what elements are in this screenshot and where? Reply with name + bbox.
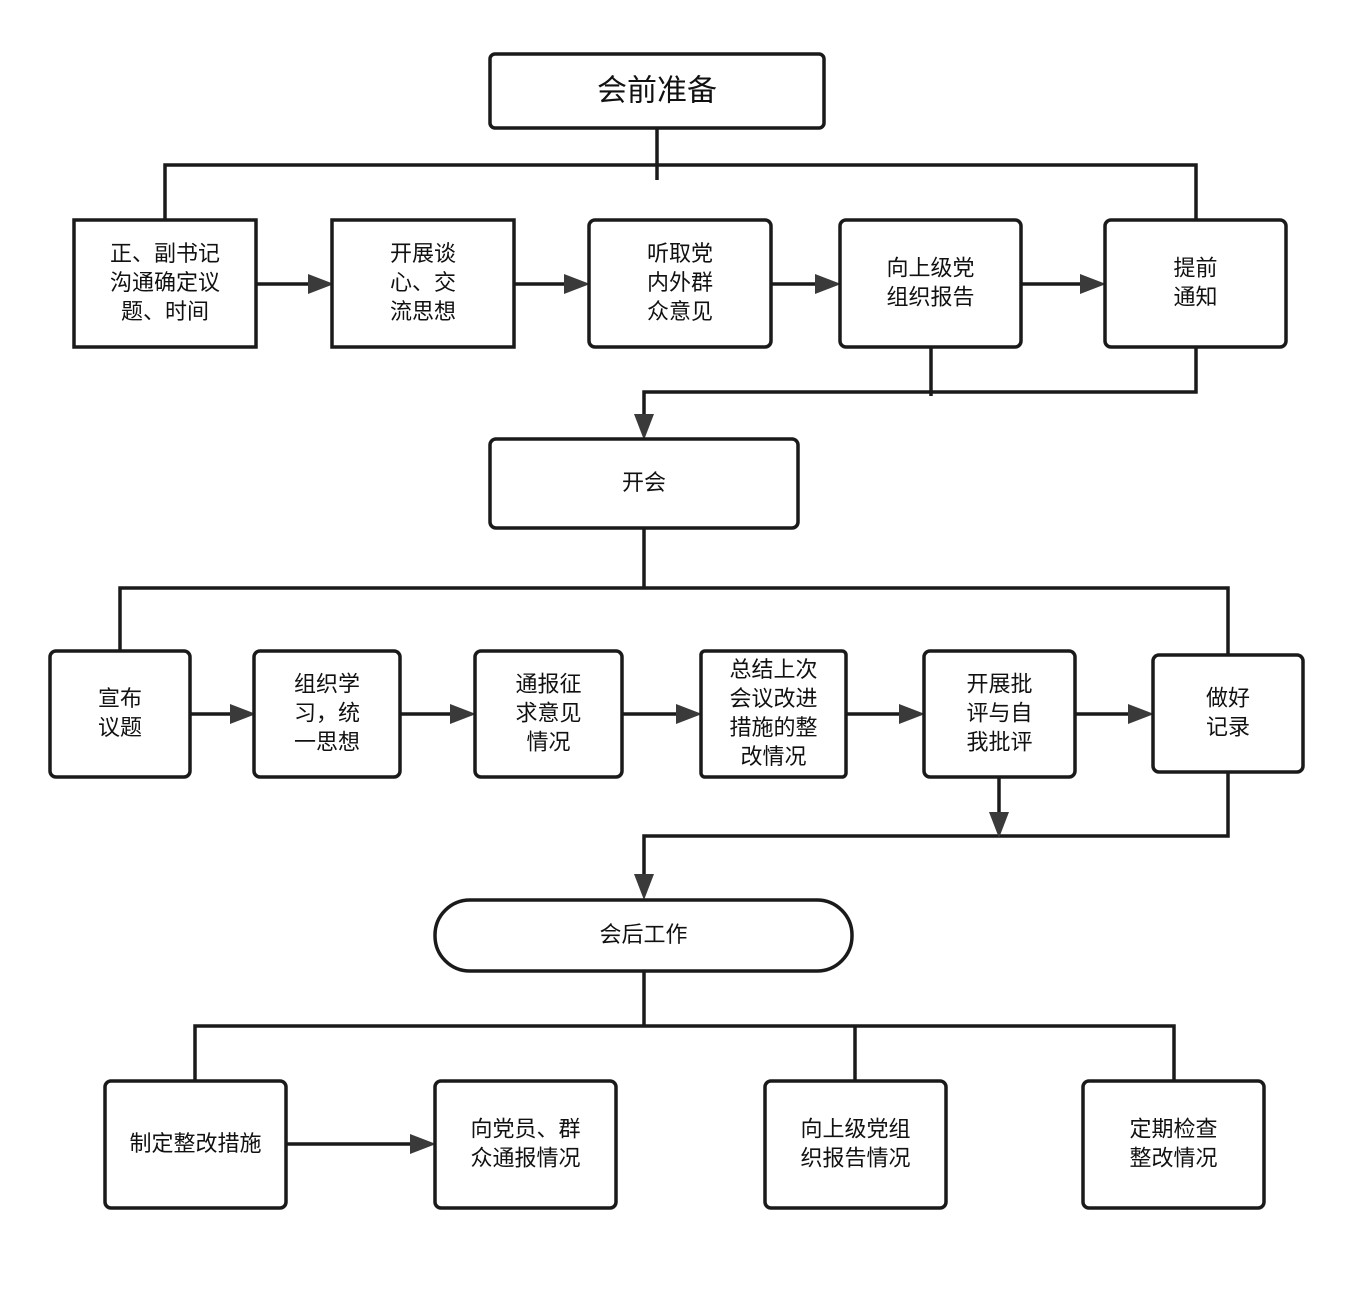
node-box [838, 218, 1023, 349]
node-label-line: 一思想 [294, 731, 360, 756]
node-box [1081, 1079, 1266, 1210]
node-label-line: 习，统 [294, 702, 360, 727]
connector-row1-to-meeting [642, 348, 1198, 424]
node-label-line: 组织学 [294, 673, 360, 698]
node-prep: 会前准备 [488, 52, 826, 130]
node-box [488, 52, 826, 130]
arrowhead-right [815, 274, 841, 294]
arrowhead-right [450, 704, 476, 724]
arrowhead-right [410, 1134, 436, 1154]
node-label-line: 总结上次 [729, 658, 817, 683]
node-label-line: 通知 [1173, 286, 1217, 311]
node-label-line: 听取党 [647, 242, 713, 267]
node-label-line: 通报征 [515, 673, 581, 698]
node-meeting: 开会 [488, 437, 800, 530]
node-label-line: 情况 [526, 731, 570, 756]
arrowhead-right [676, 704, 702, 724]
node-box [433, 1079, 618, 1210]
node-label-line: 心、交 [390, 271, 456, 296]
node-rectify-measures: 制定整改措施 [103, 1079, 288, 1210]
arrowhead-right [564, 274, 590, 294]
node-label-line: 宣布 [98, 687, 142, 712]
node-label-line: 评与自 [966, 702, 1032, 727]
node-box [48, 649, 192, 779]
node-box [587, 218, 773, 349]
connector-row2-to-post [642, 772, 1230, 885]
node-label-line: 整改情况 [1129, 1147, 1217, 1172]
node-label-line: 措施的整 [729, 716, 817, 741]
node-post-work: 会后工作 [433, 898, 854, 973]
connector-meeting-bus [118, 586, 1230, 655]
node-box [763, 1079, 948, 1210]
arrowhead-right [1080, 274, 1106, 294]
node-label-line: 做好 [1206, 687, 1250, 712]
node-label-line: 沟通确定议 [110, 271, 220, 296]
connector-post-bus [193, 1024, 1176, 1081]
arrowheads [230, 274, 1154, 1154]
node-label-line: 向党员、群 [470, 1118, 580, 1143]
node-box [72, 218, 258, 349]
node-box [1151, 653, 1305, 774]
node-label-line: 向上级党组 [800, 1118, 910, 1143]
node-label-line: 制定整改措施 [129, 1132, 261, 1157]
node-label-line: 记录 [1206, 716, 1250, 741]
node-label-line: 向上级党 [886, 257, 974, 282]
node-label-line: 会后工作 [599, 923, 687, 948]
node-label-line: 定期检查 [1129, 1118, 1217, 1143]
node-label-line: 开展谈 [390, 242, 456, 267]
arrowhead-right [899, 704, 925, 724]
node-label-line: 众通报情况 [470, 1147, 580, 1172]
node-label-line: 会前准备 [597, 74, 717, 109]
node-label-line: 开展批 [966, 673, 1032, 698]
node-box [699, 649, 848, 779]
node-label-line: 组织报告 [886, 286, 974, 311]
node-label-line: 求意见 [515, 702, 581, 727]
arrowhead-down [989, 812, 1009, 838]
node-label-line: 改情况 [740, 745, 806, 770]
node-label-line: 会议改进 [729, 687, 817, 712]
arrowhead-right [308, 274, 334, 294]
node-box [252, 649, 402, 779]
node-box [922, 649, 1077, 779]
node-box [473, 649, 624, 779]
node-box [488, 437, 800, 530]
arrowhead-right [1128, 704, 1154, 724]
node-label-line: 议题 [98, 716, 142, 741]
node-label-line: 我批评 [966, 731, 1032, 756]
node-label-line: 众意见 [647, 300, 713, 325]
node-label-line: 提前 [1173, 257, 1217, 282]
arrowhead-down [634, 414, 654, 440]
node-label-line: 内外群 [647, 271, 713, 296]
node-box [433, 898, 854, 973]
connector-prep-bus [163, 163, 1198, 220]
node-label-line: 织报告情况 [800, 1147, 910, 1172]
arrowhead-right [230, 704, 256, 724]
node-label-line: 题、时间 [121, 300, 209, 325]
arrowhead-down [634, 874, 654, 900]
node-label-line: 流思想 [390, 300, 456, 325]
node-box [330, 218, 516, 349]
node-box [103, 1079, 288, 1210]
node-label-line: 正、副书记 [110, 242, 220, 267]
node-label-line: 开会 [622, 471, 666, 496]
node-box [1103, 218, 1288, 349]
